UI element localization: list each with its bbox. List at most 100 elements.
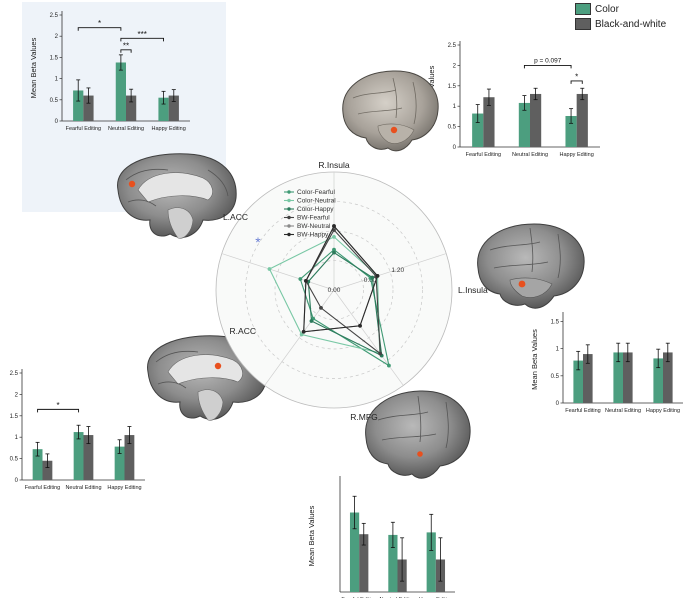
bar-bw <box>483 97 495 147</box>
legend-item-color: Color <box>575 2 683 16</box>
significance-label: p = 0.097 <box>534 57 562 64</box>
radar-series-line <box>307 251 383 357</box>
radar-legend-marker <box>287 207 291 211</box>
category-label: Happy Editing <box>107 485 141 491</box>
radar-axis-label: L.Insula <box>458 285 488 295</box>
y-tick-label: 2 <box>15 392 19 398</box>
category-label: Happy Editing <box>152 126 186 132</box>
brain-lateral-right-insula-image <box>342 70 439 152</box>
significance-label: ** <box>123 41 129 50</box>
bar-bw <box>623 352 633 403</box>
brain-medial-left-image <box>117 153 237 239</box>
radar-point <box>298 277 303 281</box>
radar-legend-marker <box>287 232 291 237</box>
legend-swatch-color <box>575 3 591 15</box>
bar-bw <box>124 435 135 480</box>
y-axis-label: Mean Beta Values <box>29 37 38 98</box>
y-tick-label: 1.5 <box>50 55 59 61</box>
roi-marker-racc <box>214 362 222 370</box>
bar-bw <box>126 95 137 121</box>
roi-marker-rinsula <box>390 126 398 134</box>
y-axis-label: Mean Beta Values <box>530 329 539 390</box>
category-label: Fearful Editing <box>466 152 501 158</box>
radar-point <box>267 267 272 271</box>
y-tick-label: 1 <box>453 104 457 110</box>
y-tick-label: 2 <box>55 34 59 40</box>
significance-label: * <box>575 72 578 81</box>
bar-color <box>518 102 530 147</box>
y-tick-label: 0 <box>556 401 560 407</box>
radar-series-line <box>299 248 390 367</box>
radar-spoke <box>221 253 335 291</box>
y-tick-label: 0 <box>453 145 457 151</box>
bar-color <box>613 352 623 403</box>
radar-axis-label: R.ACC <box>230 326 256 336</box>
radar-legend-label: Color-Neutral <box>297 198 336 205</box>
y-tick-label: 0.5 <box>50 98 59 104</box>
y-tick-label: 2.5 <box>50 13 59 19</box>
radar-point <box>378 351 383 356</box>
radar-point <box>332 250 336 255</box>
y-tick-label: 1 <box>556 347 560 353</box>
radar-legend-marker <box>287 190 291 194</box>
radar-axis-label: R.MFG <box>350 412 377 422</box>
bar-color <box>158 97 169 121</box>
significance-label: * <box>57 401 60 410</box>
category-label: Fearful Editing <box>66 126 101 132</box>
radar-series-line <box>303 225 379 333</box>
y-tick-label: 1 <box>55 77 59 83</box>
y-tick-label: 0.5 <box>10 457 19 463</box>
radar-point <box>301 329 306 334</box>
bar-color <box>565 115 577 147</box>
brain-lateral-left-insula-image <box>477 223 585 309</box>
legend-label-color: Color <box>595 3 619 15</box>
category-label: Fearful Editing <box>25 485 60 491</box>
radar-point <box>332 247 336 252</box>
category-label: Happy Editing <box>646 408 680 414</box>
radar-spoke <box>333 289 404 386</box>
category-label: Happy Editing <box>560 152 594 158</box>
radar-legend-label: BW-Neutral <box>297 223 331 230</box>
bar-color <box>32 449 43 480</box>
bar-color <box>73 90 84 121</box>
radar-point <box>304 278 308 283</box>
bar-bw <box>583 354 593 403</box>
radar-point <box>319 305 323 310</box>
radar-point <box>375 273 380 278</box>
category-label: Neutral Editing <box>108 126 144 132</box>
chart-legend: Color Black-and-white <box>575 2 683 32</box>
bar-color <box>573 360 583 403</box>
radar-legend-label: BW-Happy <box>297 232 329 239</box>
legend-swatch-bw <box>575 18 591 30</box>
y-tick-label: 2 <box>453 63 457 69</box>
y-tick-label: 0.5 <box>448 125 457 131</box>
category-label: Neutral Editing <box>605 408 641 414</box>
radar-spoke <box>264 289 335 386</box>
bar-bw <box>42 460 53 480</box>
radar-legend-label: BW-Fearful <box>297 215 330 222</box>
bar-color <box>115 62 126 121</box>
significance-bracket <box>120 49 132 53</box>
significance-bracket <box>37 408 80 413</box>
radar-ring-label: 1.20 <box>391 267 404 274</box>
legend-item-bw: Black-and-white <box>575 17 683 31</box>
y-axis-label: Mean Beta Values <box>307 505 316 566</box>
y-tick-label: 0 <box>15 478 19 484</box>
bar-color <box>114 446 125 480</box>
bar-color <box>73 432 84 480</box>
radar-chart: 0.000.601.20R.InsulaL.InsulaR.MFGR.ACCL.… <box>215 160 488 422</box>
radar-legend-label: Color-Fearful <box>297 189 335 196</box>
y-tick-label: 2.5 <box>10 371 19 377</box>
category-label: Neutral Editing <box>512 152 548 158</box>
radar-axis-label: L.ACC <box>223 212 248 222</box>
y-tick-label: 1 <box>15 435 19 441</box>
y-tick-label: 1.5 <box>10 414 19 420</box>
y-tick-label: 1.5 <box>448 84 457 90</box>
radar-point <box>358 323 362 328</box>
radar-point <box>370 275 375 280</box>
